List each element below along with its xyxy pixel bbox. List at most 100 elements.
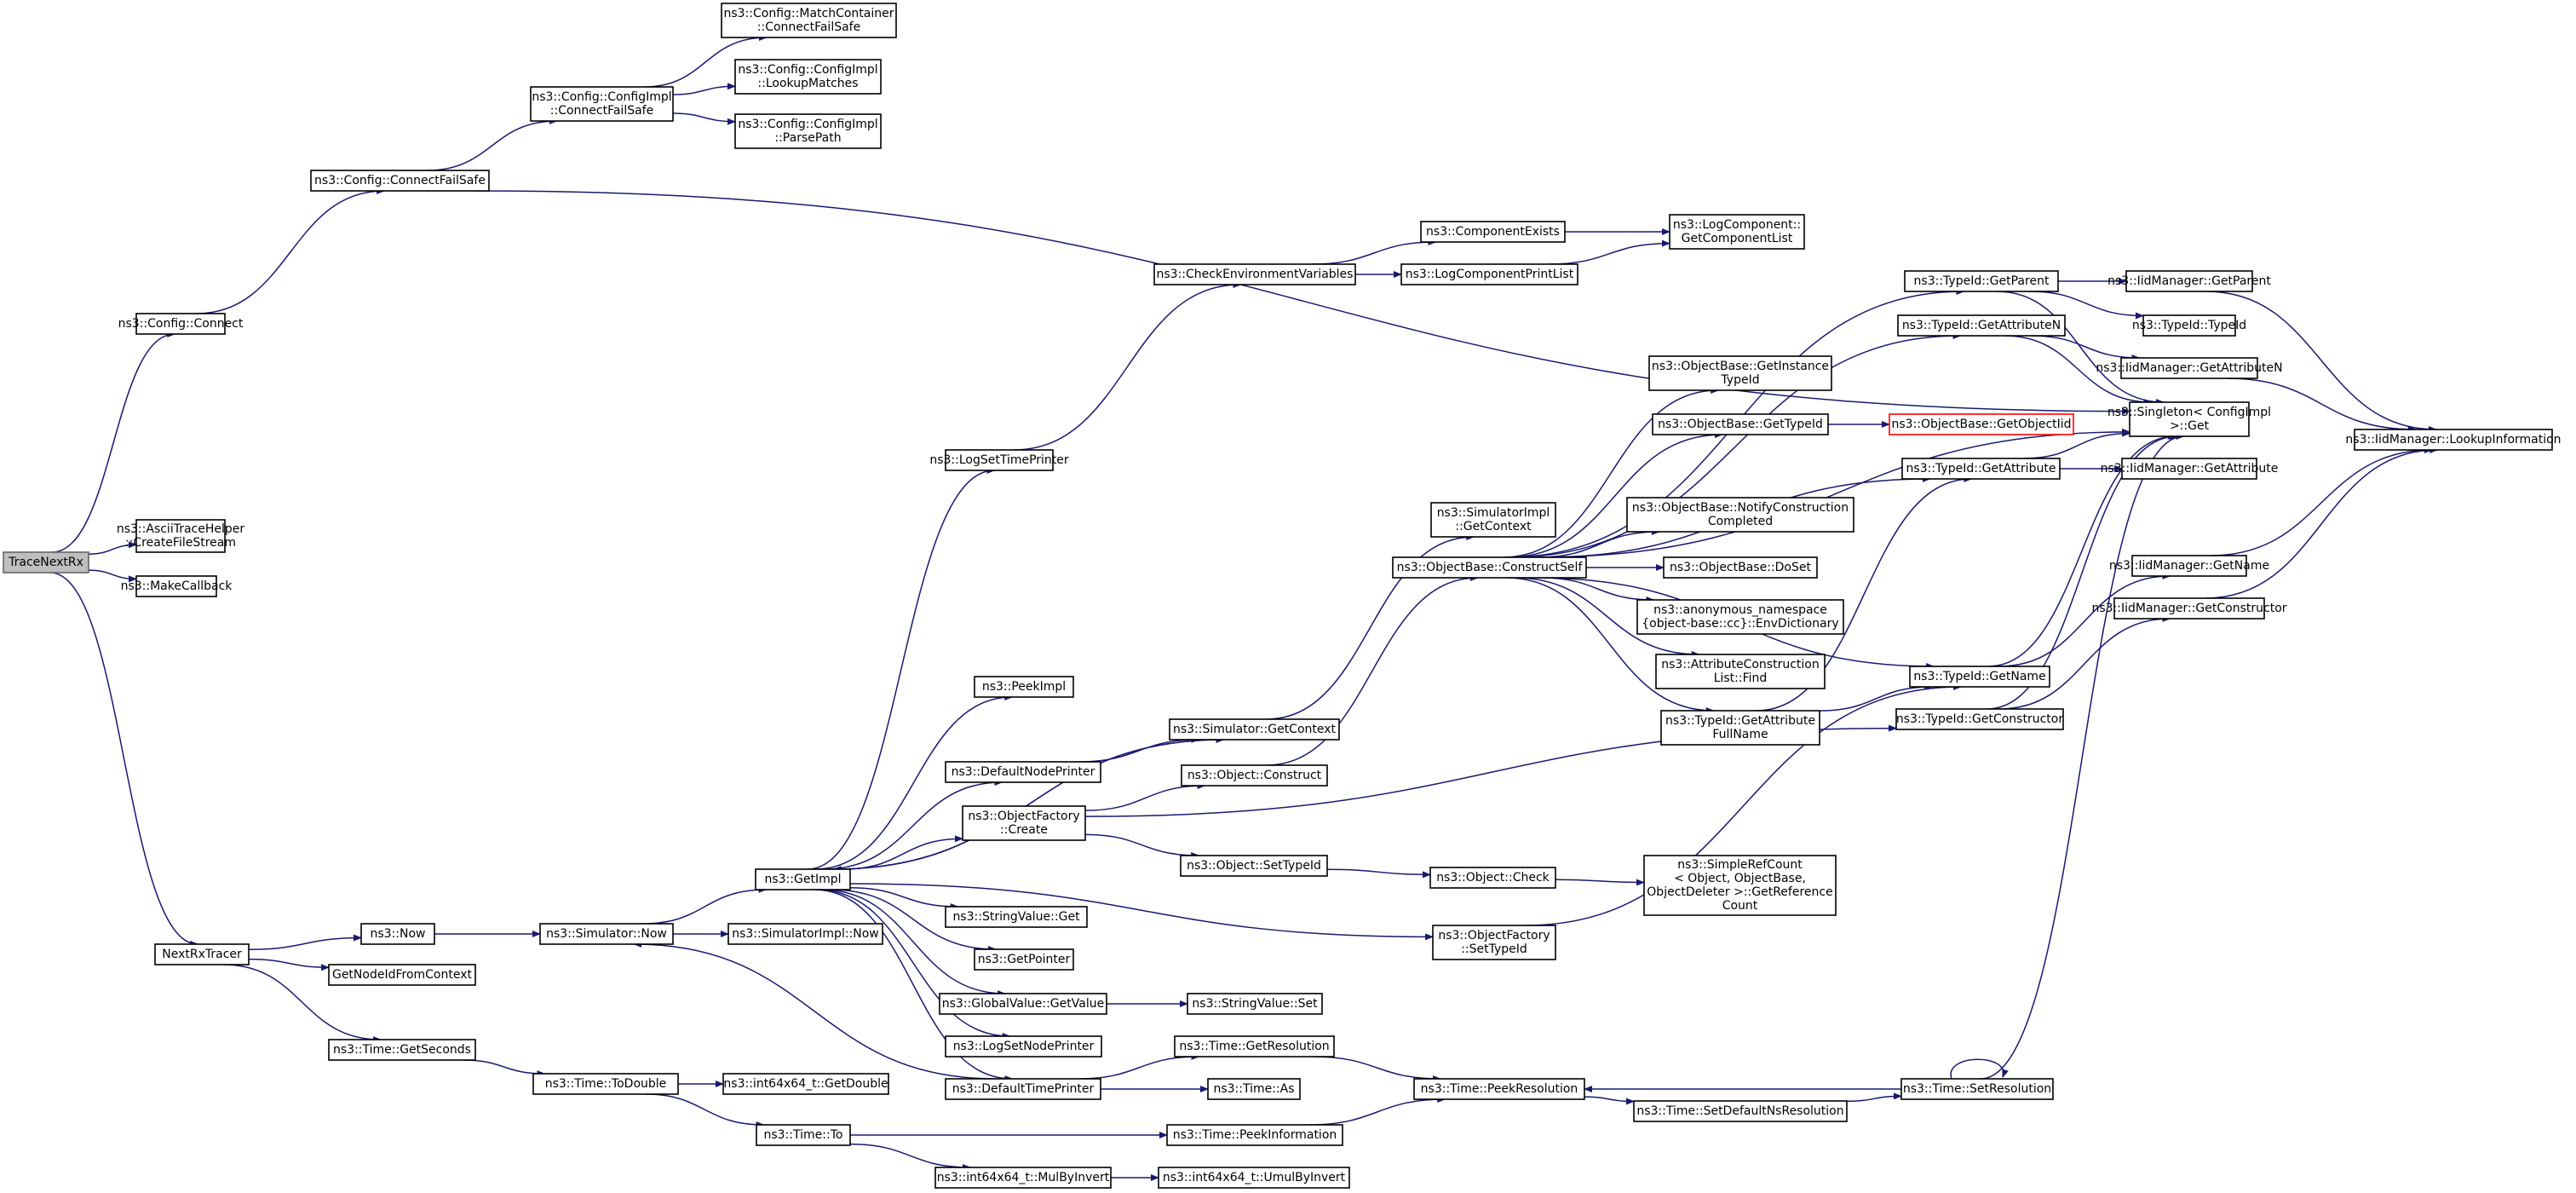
node-nextrxtracer[interactable]: NextRxTracer (154, 943, 250, 965)
node-iidmanager_getattribute[interactable]: ns3::IidManager::GetAttribute (2101, 458, 2279, 480)
node-typeid_typeid[interactable]: ns3::TypeId::TypeId (2132, 314, 2246, 337)
node-time_setresolution[interactable]: ns3::Time::SetResolution (1900, 1078, 2054, 1100)
node-iidmanager_getattributen[interactable]: ns3::IidManager::GetAttributeN (2096, 357, 2283, 379)
edge-typeid_getname-to-singleton_get (1987, 433, 2176, 667)
node-int64_umulbyinvert[interactable]: ns3::int64x64_t::UmulByInvert (1158, 1167, 1350, 1189)
node-box (1660, 710, 1820, 746)
node-time_setdefaultns[interactable]: ns3::Time::SetDefaultNsResolution (1633, 1100, 1848, 1122)
node-iidmanager_lookupinformation[interactable]: ns3::IidManager::LookupInformation (2345, 429, 2562, 451)
node-matchcontainer_cfs[interactable]: ns3::Config::MatchContainer::ConnectFail… (721, 3, 897, 38)
edge-simulator_getcontext-to-getimpl (832, 739, 1224, 873)
node-makecallback[interactable]: ns3::MakeCallback (121, 575, 233, 597)
node-config_connect[interactable]: ns3::Config::Connect (118, 313, 244, 335)
node-anon_envdict[interactable]: ns3::anonymous_namespace{object-base::cc… (1636, 599, 1844, 635)
node-time_peekinformation[interactable]: ns3::Time::PeekInformation (1166, 1124, 1343, 1146)
node-int64_mulbyinvert[interactable]: ns3::int64x64_t::MulByInvert (934, 1167, 1112, 1189)
node-label: ns3::Object::SetTypeId (1187, 859, 1321, 873)
node-label: ::SetTypeId (1461, 942, 1527, 956)
node-label: ns3::MakeCallback (121, 579, 233, 593)
node-stringvalue_get[interactable]: ns3::StringValue::Get (945, 906, 1088, 928)
node-iidmanager_getconstructor[interactable]: ns3::IidManager::GetConstructor (2091, 597, 2287, 620)
edge-getimpl-to-peekimpl (814, 694, 1014, 870)
node-objectbase_getobjectiid[interactable]: ns3::ObjectBase::GetObjectIid (1889, 413, 2074, 435)
node-getpointer[interactable]: ns3::GetPointer (974, 948, 1074, 971)
node-globalvalue_getvalue[interactable]: ns3::GlobalValue::GetValue (939, 993, 1107, 1015)
node-simulator_now[interactable]: ns3::Simulator::Now (539, 923, 674, 945)
node-checkenv[interactable]: ns3::CheckEnvironmentVariables (1153, 263, 1356, 285)
node-simimpl_getcontext[interactable]: ns3::SimulatorImpl::GetContext (1430, 502, 1556, 538)
node-label: ns3::int64x64_t::UmulByInvert (1163, 1171, 1346, 1184)
node-label: ns3::LogComponentPrintList (1406, 268, 1574, 281)
node-label: ns3::ObjectBase::GetTypeId (1658, 418, 1823, 431)
node-label: ns3::Time::PeekInformation (1173, 1128, 1337, 1142)
node-label: ns3::CheckEnvironmentVariables (1157, 268, 1354, 281)
node-time_getseconds[interactable]: ns3::Time::GetSeconds (328, 1039, 476, 1061)
edge-typeid_getconstructor-to-singleton_get (1987, 433, 2179, 710)
node-now[interactable]: ns3::Now (360, 923, 435, 945)
node-time_as[interactable]: ns3::Time::As (1207, 1078, 1301, 1100)
node-time_getresolution[interactable]: ns3::Time::GetResolution (1174, 1035, 1335, 1058)
node-defaultnodeprinter[interactable]: ns3::DefaultNodePrinter (945, 761, 1101, 783)
node-componentexists[interactable]: ns3::ComponentExists (1420, 221, 1566, 243)
node-logsetnodeprinter[interactable]: ns3::LogSetNodePrinter (945, 1035, 1102, 1058)
node-object_check[interactable]: ns3::Object::Check (1429, 867, 1556, 889)
node-iidmanager_getname[interactable]: ns3::IidManager::GetName (2109, 555, 2269, 577)
node-peekimpl[interactable]: ns3::PeekImpl (974, 676, 1074, 698)
node-simimpl_now[interactable]: ns3::SimulatorImpl::Now (727, 923, 883, 945)
node-typeid_getconstructor[interactable]: ns3::TypeId::GetConstructor (1895, 708, 2064, 730)
node-time_to[interactable]: ns3::Time::To (756, 1124, 851, 1146)
node-ascii_create[interactable]: ns3::AsciiTraceHelper::CreateFileStream (117, 519, 245, 553)
node-getimpl[interactable]: ns3::GetImpl (755, 868, 851, 890)
node-object_settypeid[interactable]: ns3::Object::SetTypeId (1180, 855, 1328, 877)
node-iidmanager_getparent[interactable]: ns3::IidManager::GetParent (2107, 270, 2271, 292)
node-stringvalue_set[interactable]: ns3::StringValue::Set (1187, 993, 1323, 1015)
node-objectbase_constructself[interactable]: ns3::ObjectBase::ConstructSelf (1392, 556, 1587, 579)
edge-configimpl_cfs-to-configimpl_lookup (672, 83, 736, 95)
edge-objectbase_constructself-to-objectbase_getinstancetypeid (1502, 387, 1720, 558)
node-box (360, 923, 435, 945)
node-logcompprintlist[interactable]: ns3::LogComponentPrintList (1400, 263, 1578, 285)
node-simulator_getcontext[interactable]: ns3::Simulator::GetContext (1169, 718, 1340, 741)
node-label: ns3::Time::PeekResolution (1421, 1082, 1578, 1096)
node-defaulttimeprinter[interactable]: ns3::DefaultTimePrinter (945, 1078, 1101, 1100)
node-label: TraceNextRx (8, 556, 83, 569)
node-simplerefcount[interactable]: ns3::SimpleRefCount< Object, ObjectBase,… (1643, 855, 1837, 916)
edge-time_setresolution-to-time_setresolution (1950, 1058, 2009, 1080)
node-logcomp_getlist[interactable]: ns3::LogComponent::GetComponentList (1669, 214, 1805, 250)
node-getnodeid[interactable]: GetNodeIdFromContext (328, 964, 476, 986)
node-configimpl_cfs[interactable]: ns3::Config::ConfigImpl::ConnectFailSafe (530, 86, 674, 122)
node-objectbase_gettypeid[interactable]: ns3::ObjectBase::GetTypeId (1652, 413, 1829, 435)
node-label: ns3::LogComponent:: (1673, 218, 1801, 232)
node-objectbase_doset[interactable]: ns3::ObjectBase::DoSet (1663, 556, 1818, 579)
node-label: ns3::Config::ConfigImpl (532, 90, 671, 104)
node-configimpl_parse[interactable]: ns3::Config::ConfigImpl::ParsePath (734, 113, 882, 149)
edge-getimpl-to-globalvalue_getvalue (820, 889, 1006, 997)
node-box (1392, 556, 1587, 579)
node-objectfactory_create[interactable]: ns3::ObjectFactory::Create (962, 805, 1086, 841)
node-config_cfs[interactable]: ns3::Config::ConnectFailSafe (310, 170, 490, 192)
node-typeid_getparent[interactable]: ns3::TypeId::GetParent (1904, 270, 2059, 292)
node-typeid_getattribute[interactable]: ns3::TypeId::GetAttribute (1901, 458, 2061, 480)
node-objectfactory_settypeid[interactable]: ns3::ObjectFactory::SetTypeId (1432, 925, 1556, 960)
node-int64_getdouble[interactable]: ns3::int64x64_t::GetDouble (722, 1073, 889, 1095)
node-typeid_getattributen[interactable]: ns3::TypeId::GetAttributeN (1897, 314, 2066, 337)
node-singleton_get[interactable]: ns3::Singleton< ConfigImpl >::Get (2107, 401, 2271, 437)
edge-objectbase_constructself-to-typeid_getattributen (1509, 332, 1962, 558)
node-label: ns3::SimulatorImpl (1437, 506, 1550, 520)
node-box (328, 964, 476, 986)
node-time_peekresolution[interactable]: ns3::Time::PeekResolution (1413, 1078, 1585, 1100)
edge-time_to-to-int64_mulbyinvert (849, 1143, 972, 1171)
node-objectbase_notify[interactable]: ns3::ObjectBase::NotifyConstructionCompl… (1626, 497, 1854, 533)
node-tracenextrx[interactable]: TraceNextRx (3, 551, 89, 573)
node-logsettimeprinter[interactable]: ns3::LogSetTimePrinter (929, 449, 1069, 471)
node-typeid_getname[interactable]: ns3::TypeId::GetName (1909, 666, 2050, 688)
node-box (755, 868, 851, 890)
node-time_todouble[interactable]: ns3::Time::ToDouble (532, 1073, 679, 1095)
node-configimpl_lookup[interactable]: ns3::Config::ConfigImpl::LookupMatches (734, 59, 882, 95)
node-label: ns3::AsciiTraceHelper (117, 522, 245, 536)
node-label: ns3::SimpleRefCount (1677, 858, 1803, 872)
node-object_construct[interactable]: ns3::Object::Construct (1181, 764, 1328, 787)
